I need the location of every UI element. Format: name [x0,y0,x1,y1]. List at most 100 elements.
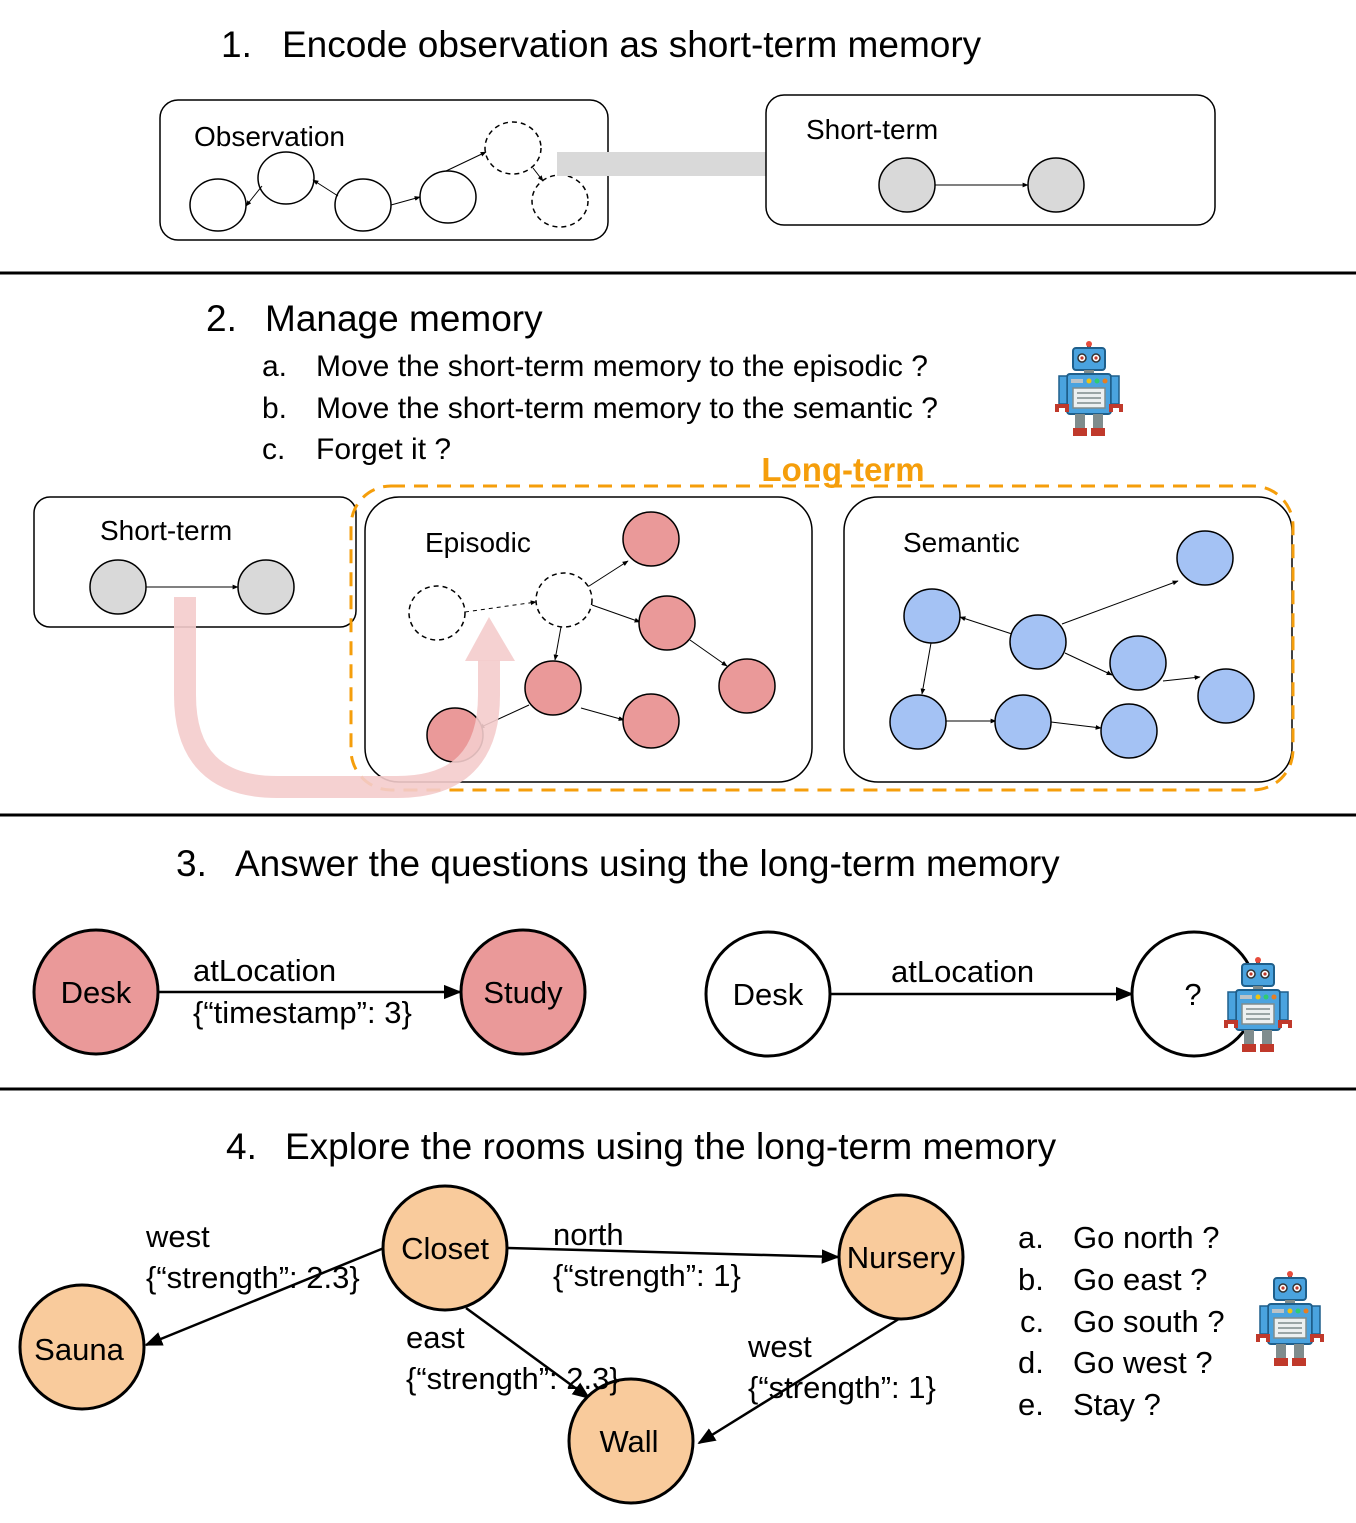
action-text: Stay ? [1073,1387,1161,1422]
study-node-label: Study [483,975,563,1010]
section-4: 4. Explore the rooms using the long-term… [18,1126,1325,1505]
section-1: 1. Encode observation as short-term memo… [159,24,1216,241]
short-term-node [1027,157,1085,213]
short-term-label: Short-term [100,515,232,546]
short-term-node [89,559,147,615]
edge-relation-label: east [406,1320,465,1355]
section-3-number: 3. [176,843,207,884]
observation-node [419,170,477,224]
semantic-label: Semantic [903,527,1020,558]
robot-icon [1255,1270,1325,1367]
short-term-node [237,559,295,615]
option-text: Forget it ? [316,433,451,466]
episodic-edge [689,639,728,667]
section-1-number: 1. [221,24,252,65]
semantic-node [1109,635,1167,691]
west-edge-wall [697,1315,903,1445]
observation-edge [390,196,421,206]
section-2-number: 2. [206,298,237,339]
short-term-box [765,94,1216,226]
semantic-edge [959,616,1013,635]
section-3-title: Answer the questions using the long-term… [235,843,1060,884]
option-letter: b. [262,392,287,425]
robot-icon [1054,340,1124,437]
episodic-node [622,511,680,567]
east-edge [465,1306,591,1400]
observation-dashed-node [484,121,542,175]
move-arrow-head [465,617,515,661]
observation-edge [312,179,339,197]
section-2: 2. Manage memory a. Move the short-term … [33,298,1295,798]
episodic-edge [591,604,641,623]
observation-edge [445,151,487,172]
edge-qualifier-label: {“strength”: 2.3} [406,1361,620,1396]
semantic-edge [920,642,932,695]
wall-node [567,1377,695,1505]
observation-node [334,178,392,232]
observation-label: Observation [194,121,345,152]
option-text: Move the short-term memory to the episod… [316,350,928,383]
encode-arrow [557,137,847,190]
episodic-dashed-edge [464,600,537,613]
long-term-region [349,484,1295,792]
semantic-edge [1061,580,1179,625]
semantic-node [1176,530,1234,586]
option-text: Move the short-term memory to the semant… [316,392,938,425]
semantic-node [994,694,1052,750]
observation-edge [245,185,263,207]
action-text: Go west ? [1073,1345,1213,1380]
episodic-edge [553,626,562,661]
semantic-node [889,694,947,750]
relation-label: atLocation [193,953,336,988]
section-4-number: 4. [226,1126,257,1167]
option-letter: c. [262,433,285,466]
query-desk-node [704,930,832,1058]
action-letter: d. [1018,1345,1044,1380]
query-desk-label: Desk [733,977,804,1012]
move-arrow [174,597,500,798]
north-edge [507,1246,840,1264]
edge-relation-label: north [553,1217,624,1252]
study-node [459,928,587,1056]
action-letter: c. [1020,1304,1044,1339]
action-letter: e. [1018,1387,1044,1422]
semantic-node [903,588,961,644]
action-letter: b. [1018,1262,1044,1297]
nursery-node-label: Nursery [847,1240,956,1275]
sauna-node [18,1283,146,1411]
action-letter: a. [1018,1220,1044,1255]
section-1-title: Encode observation as short-term memory [282,24,982,65]
semantic-node [1100,703,1158,759]
closet-node-label: Closet [401,1231,489,1266]
edge-relation-label: west [747,1329,812,1364]
section-3: 3. Answer the questions using the long-t… [32,843,1293,1058]
option-letter: a. [262,350,287,383]
episodic-node [622,693,680,749]
semantic-edge [1064,652,1113,676]
observation-edge [532,167,544,182]
section-4-title: Explore the rooms using the long-term me… [285,1126,1057,1167]
edge-relation-label: west [145,1219,210,1254]
section-2-title: Manage memory [265,298,543,339]
observation-node [189,178,247,232]
episodic-dashed-node [535,572,593,628]
long-term-label: Long-term [761,451,924,488]
query-relation-label: atLocation [891,954,1034,989]
desk-node [32,928,160,1056]
observation-node [257,151,315,205]
edge-qualifier-label: {“strength”: 1} [748,1370,936,1405]
semantic-node [1009,614,1067,670]
action-text: Go south ? [1073,1304,1225,1339]
episodic-node [524,660,582,716]
semantic-node [1197,668,1255,724]
short-term-node [878,157,936,213]
episodic-dashed-node [408,585,466,641]
action-text: Go east ? [1073,1262,1207,1297]
sauna-node-label: Sauna [34,1332,124,1367]
episodic-label: Episodic [425,527,531,558]
episodic-edge [580,707,625,721]
action-text: Go north ? [1073,1220,1219,1255]
semantic-edge [1050,721,1102,730]
edge-qualifier-label: {“strength”: 2.3} [146,1260,360,1295]
